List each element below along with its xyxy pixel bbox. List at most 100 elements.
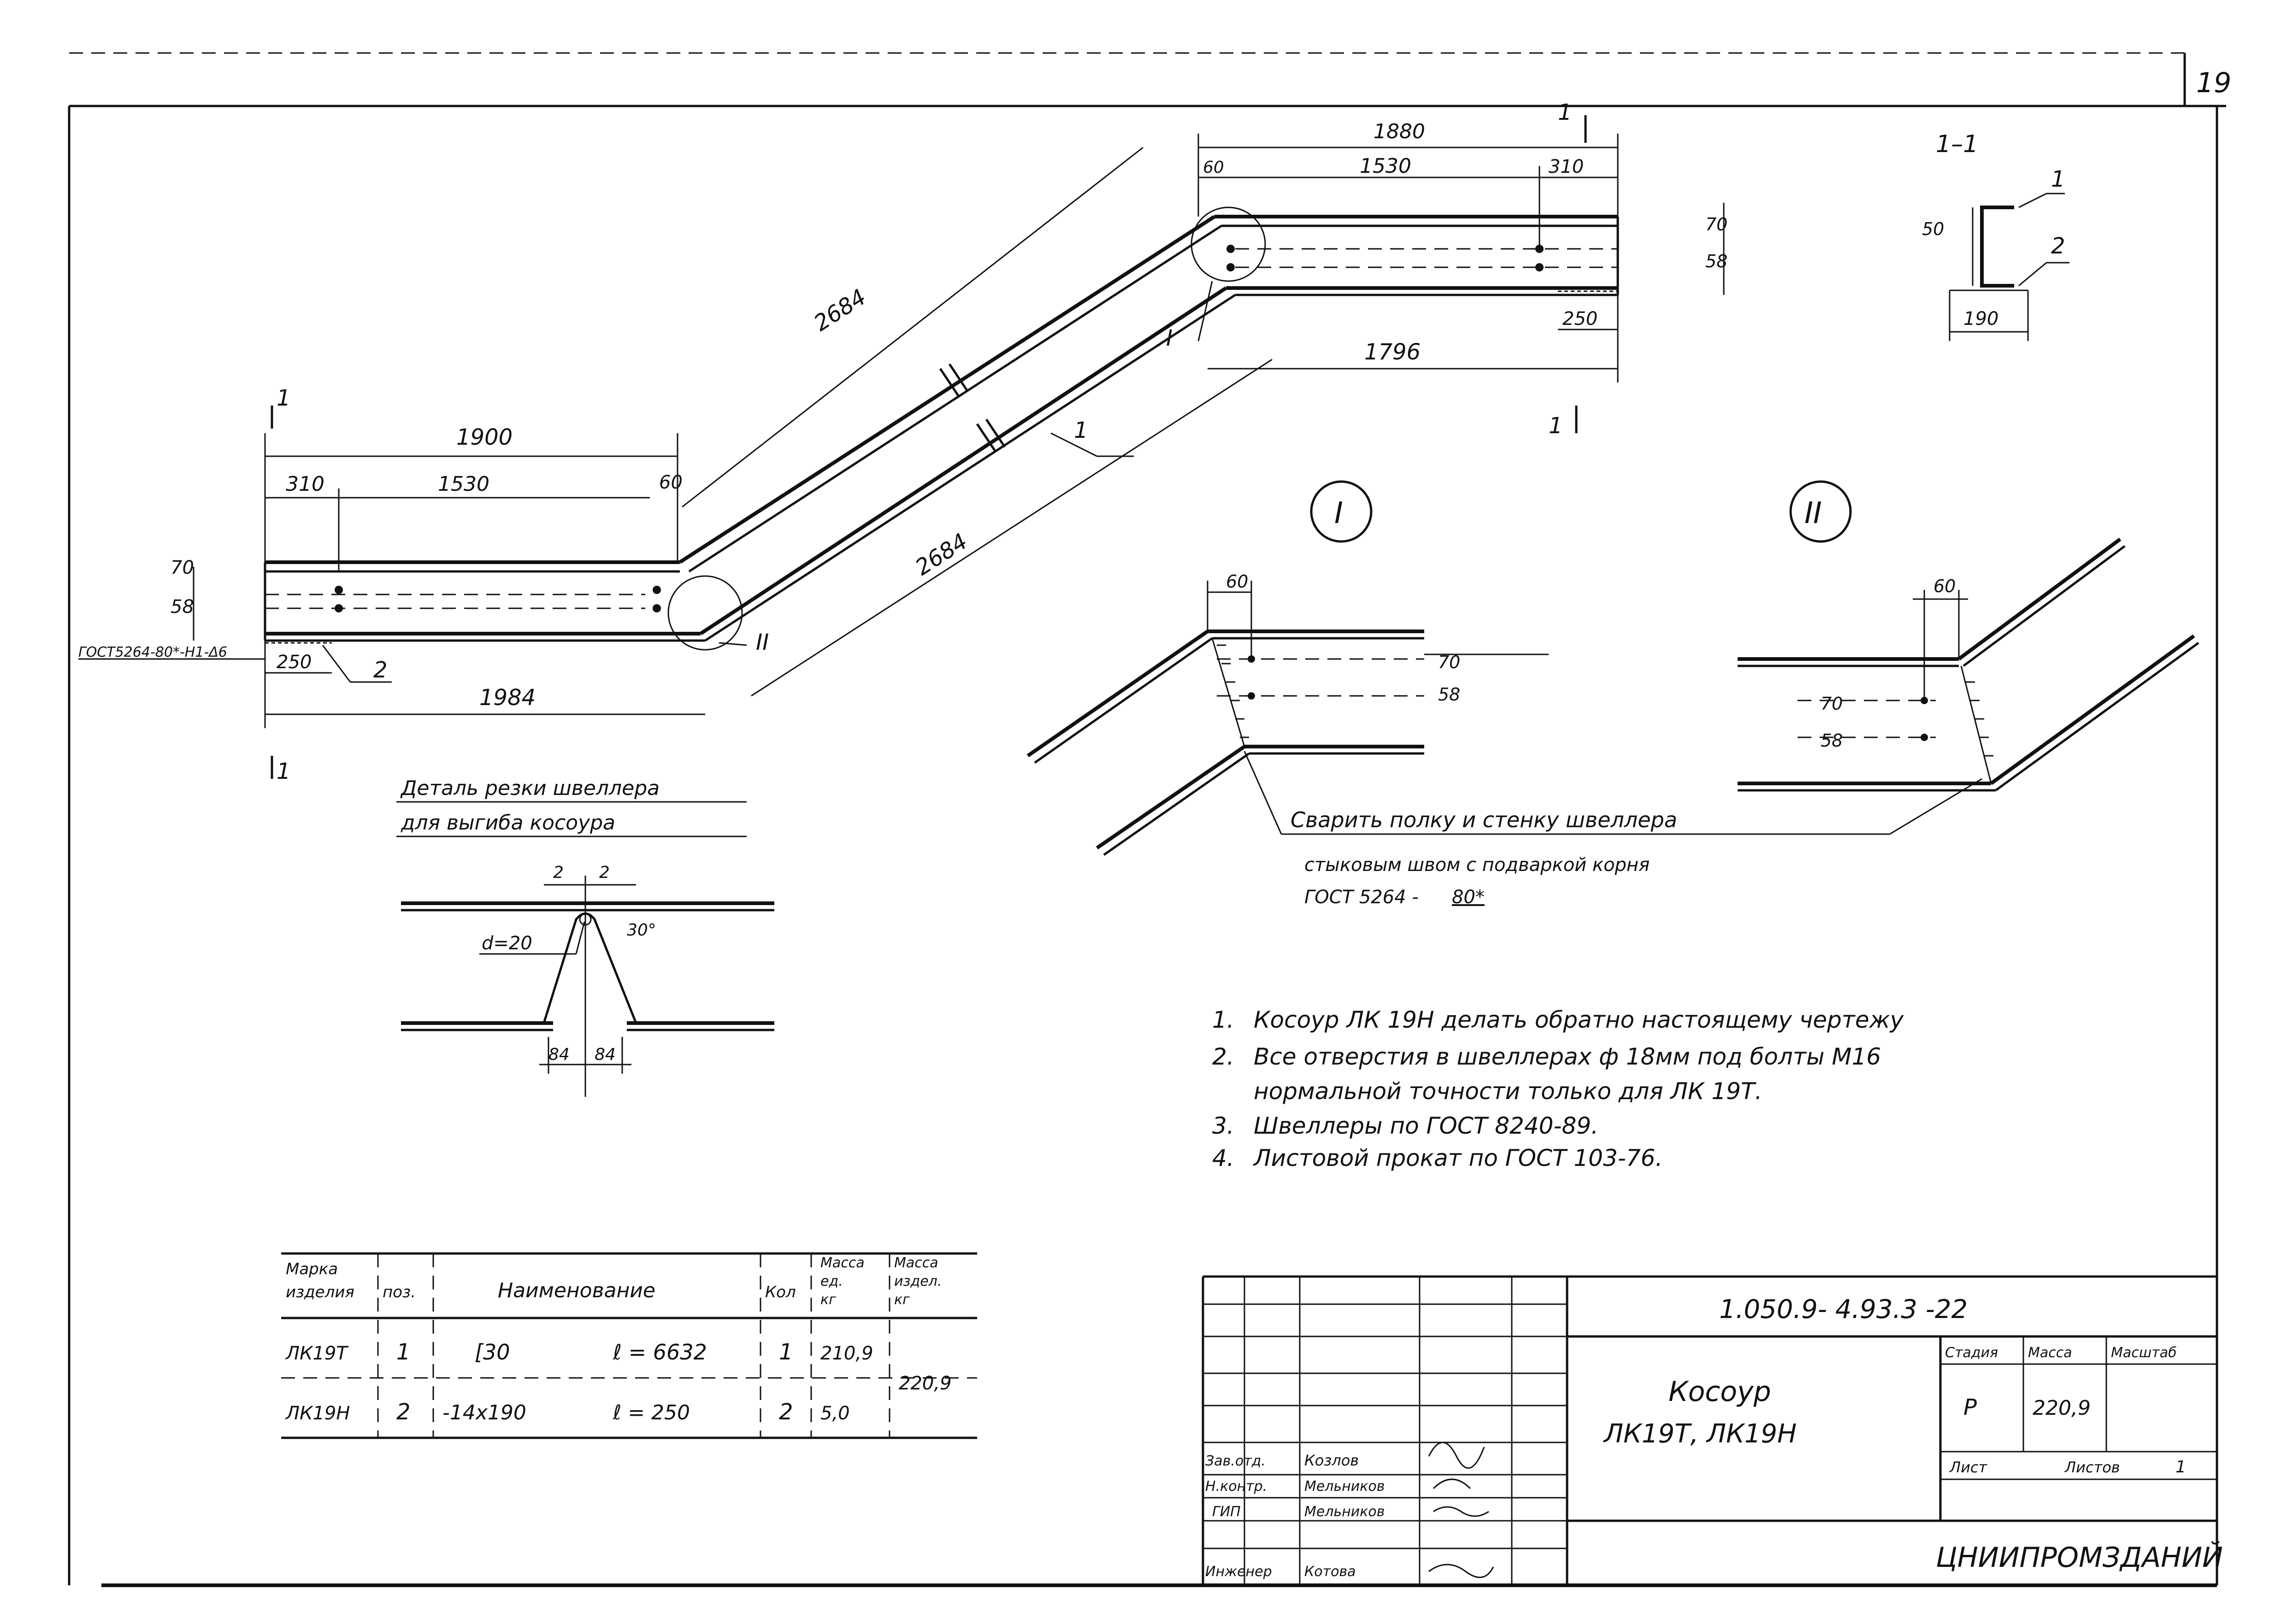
title-block: 1.050.9- 4.93.3 -22 Косоур ЛК19Т, ЛК19Н … xyxy=(1202,1275,2223,1585)
dim-diag-top: 2684 xyxy=(809,284,871,336)
section-mark-left-top: 1 xyxy=(277,385,291,411)
section-mark-left-bottom: 1 xyxy=(277,759,291,784)
spec-row-1-pos: 1 xyxy=(396,1339,411,1365)
spec-row-1-name: [30 xyxy=(475,1340,510,1365)
spec-header-mass-item-3: кг xyxy=(894,1292,910,1308)
sheets-label: Листов xyxy=(2064,1459,2120,1476)
spec-header-mass-unit-1: Масса xyxy=(820,1255,865,1271)
spec-header-pos: поз. xyxy=(383,1283,416,1301)
detail-I-dim-70: 70 xyxy=(1438,652,1460,672)
sig-name-3: Мельников xyxy=(1304,1504,1385,1520)
dim-right-plate: 250 xyxy=(1562,308,1597,330)
spec-header-qty: Кол xyxy=(765,1283,796,1301)
cut-detail-title-1: Деталь резки швеллера xyxy=(400,777,660,800)
title-line-2: ЛК19Т, ЛК19Н xyxy=(1603,1419,1797,1449)
label-pos-1: 1 xyxy=(1074,418,1088,443)
cut-dim-top-left: 2 xyxy=(553,863,564,882)
cut-dim-bottom-right: 84 xyxy=(595,1045,616,1064)
dim-left-mid: 1530 xyxy=(438,472,489,496)
spec-header-mass-item-1: Масса xyxy=(894,1255,938,1271)
spec-header-mark-2: изделия xyxy=(286,1283,354,1301)
detail-I-dim-58: 58 xyxy=(1438,684,1460,705)
section-dim-width: 190 xyxy=(1963,308,1998,330)
spec-row-2-qty: 2 xyxy=(779,1399,793,1425)
dim-right-total: 1880 xyxy=(1373,120,1425,143)
dim-right-mid: 1530 xyxy=(1360,154,1411,178)
section-mark-right-top: 1 xyxy=(1558,100,1572,125)
spec-row-2-mark: ЛК19Н xyxy=(285,1403,350,1424)
spec-header-mass-unit-2: ед. xyxy=(820,1273,843,1289)
cut-detail: Деталь резки швеллера для выгиба косоура… xyxy=(396,777,774,1097)
sig-name-1: Козлов xyxy=(1304,1452,1359,1469)
note-2-text: Все отверстия в швеллерах ф 18мм под бол… xyxy=(1254,1043,1881,1070)
cut-dim-angle: 30° xyxy=(627,921,656,940)
scale-label: Масштаб xyxy=(2111,1345,2177,1361)
dim-left-plate: 250 xyxy=(277,652,312,673)
dim-left-holes-a: 58 xyxy=(171,596,194,618)
detail-II-dim-58: 58 xyxy=(1821,730,1843,751)
spec-row-1-length: ℓ = 6632 xyxy=(613,1340,707,1365)
dim-left-holes-b: 70 xyxy=(171,557,194,578)
mass-label: Масса xyxy=(2028,1345,2072,1361)
sig-role-1: Зав.отд. xyxy=(1205,1453,1266,1469)
weld-callout-line2: стыковым швом с подваркой корня xyxy=(1304,854,1650,876)
note-2-continued: нормальной точности только для ЛК 19Т. xyxy=(1254,1078,1762,1105)
note-3-text: Швеллеры по ГОСТ 8240-89. xyxy=(1254,1112,1598,1139)
sig-role-2: Н.контр. xyxy=(1205,1478,1267,1495)
spec-row-2-pos: 2 xyxy=(396,1399,411,1425)
spec-header-mass-unit-3: кг xyxy=(820,1292,836,1308)
section-title: 1–1 xyxy=(1936,130,1978,158)
cut-dim-top-right: 2 xyxy=(599,863,610,882)
sheet-number: 19 xyxy=(2196,67,2231,99)
spec-header-name: Наименование xyxy=(498,1279,655,1302)
stage-label: Стадия xyxy=(1945,1345,1998,1361)
spec-row-1-mass: 210,9 xyxy=(820,1343,873,1364)
detail-I-dim-60: 60 xyxy=(1226,571,1248,592)
detail-I-label: I xyxy=(1334,496,1343,530)
dim-left-end: 310 xyxy=(286,472,324,496)
detail-II-label: II xyxy=(1804,496,1822,530)
note-4-num: 4. xyxy=(1212,1145,1234,1171)
sheet-label: Лист xyxy=(1949,1459,1987,1476)
dim-right-holes-b: 70 xyxy=(1705,214,1727,235)
spec-row-2-name: -14x190 xyxy=(442,1401,526,1424)
label-pos-2: 2 xyxy=(373,657,388,683)
sig-name-2: Мельников xyxy=(1304,1478,1385,1495)
dim-right-end: 310 xyxy=(1549,156,1584,177)
dim-right-holes-a: 58 xyxy=(1705,251,1727,271)
stage-value: Р xyxy=(1963,1395,1977,1420)
note-1-text: Косоур ЛК 19Н делать обратно настоящему … xyxy=(1254,1006,1904,1033)
cut-dim-bottom-left: 84 xyxy=(548,1045,570,1064)
weld-callout: Сварить полку и стенку швеллера стыковым… xyxy=(1244,751,1982,908)
spec-row-2-length: ℓ = 250 xyxy=(613,1401,690,1424)
sig-role-4: Инженер xyxy=(1205,1564,1272,1580)
spec-row-1-mark: ЛК19Т xyxy=(285,1343,349,1364)
spec-table: Марка изделия поз. Наименование Кол Масс… xyxy=(281,1252,977,1439)
title-line-1: Косоур xyxy=(1668,1376,1771,1408)
detail-I: I 60 58 70 xyxy=(1026,480,1549,856)
organization: ЦНИИПРОМЗДАНИЙ xyxy=(1936,1541,2223,1574)
weld-callout-line1: Сварить полку и стенку швеллера xyxy=(1291,807,1677,832)
spec-header-mark-1: Марка xyxy=(286,1260,338,1278)
dim-left-bend: 60 xyxy=(659,472,683,493)
stringer-main-view: 1900 310 1530 60 1984 250 58 70 ГОСТ5264… xyxy=(78,100,1727,784)
sig-name-4: Котова xyxy=(1304,1564,1356,1580)
spec-row-2-mass: 5,0 xyxy=(820,1403,850,1424)
sig-role-3: ГИП xyxy=(1212,1504,1241,1520)
spec-header-mass-item-2: издел. xyxy=(894,1273,942,1289)
general-notes: 1. Косоур ЛК 19Н делать обратно настояще… xyxy=(1212,1006,1904,1171)
cut-dim-d: d=20 xyxy=(482,933,532,954)
dim-left-total: 1900 xyxy=(456,424,513,450)
weld-note-left: ГОСТ5264-80*-Н1-Δ6 xyxy=(78,644,227,660)
detail-II-dim-60: 60 xyxy=(1933,576,1956,596)
spec-total-mass: 220,9 xyxy=(899,1373,952,1394)
dim-left-bottom: 1984 xyxy=(479,685,536,711)
mass-value: 220,9 xyxy=(2033,1396,2091,1420)
cut-detail-title-2: для выгиба косоура xyxy=(401,811,615,835)
section-mark-right-bottom: 1 xyxy=(1549,413,1563,439)
dim-right-bottom: 1796 xyxy=(1364,339,1421,365)
dim-right-bend: 60 xyxy=(1203,158,1224,177)
weld-callout-gost-link: 80* xyxy=(1452,887,1485,908)
note-2-num: 2. xyxy=(1212,1043,1234,1070)
